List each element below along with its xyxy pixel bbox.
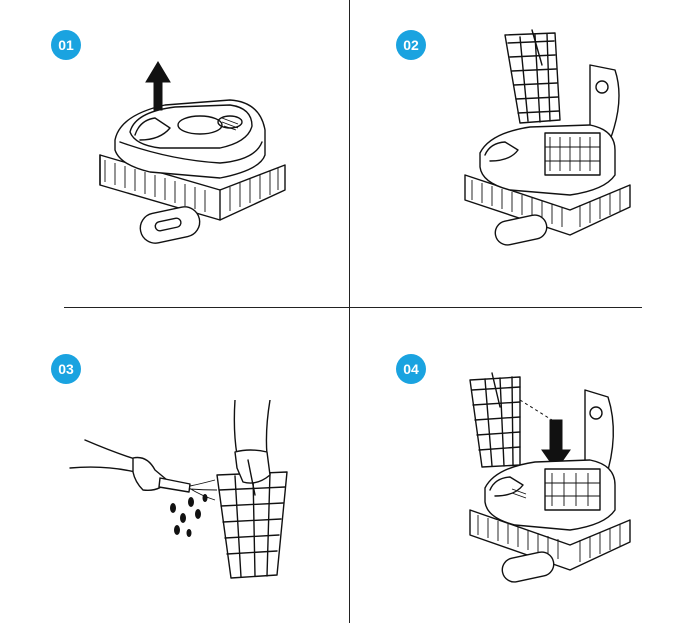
step-badge-03: 03 (51, 354, 81, 384)
rinse-basket-illustration (69, 400, 288, 579)
robot-lid-lift-illustration (99, 61, 286, 244)
basket-reinsert-illustration (469, 372, 631, 583)
horizontal-divider (64, 307, 642, 308)
step-badge-02: 02 (396, 30, 426, 60)
step-badge-01: 01 (51, 30, 81, 60)
filter-basket-removed-illustration (464, 29, 631, 246)
vertical-divider (349, 0, 350, 623)
step-badge-04: 04 (396, 354, 426, 384)
